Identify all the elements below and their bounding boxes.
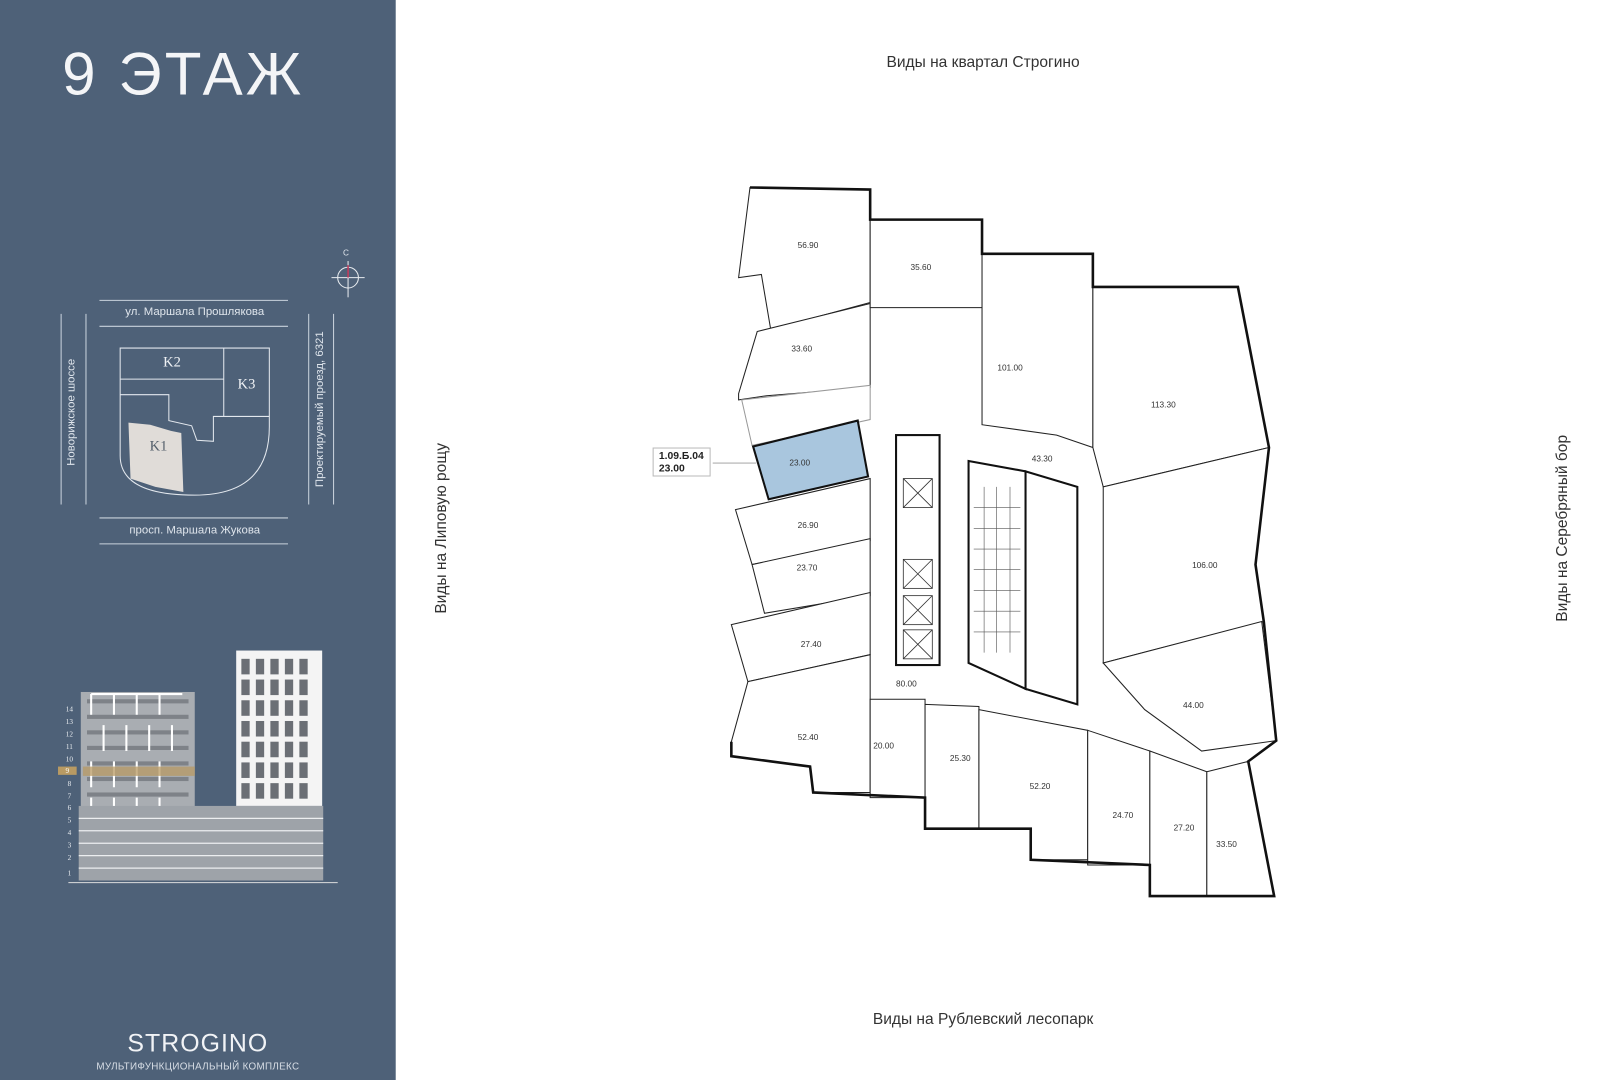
floor-item[interactable]: 4 — [67, 828, 72, 838]
room-area[interactable]: 25.30 — [949, 753, 971, 763]
selected-unit-area: 23.00 — [658, 463, 685, 475]
unit-44-00 — [1102, 620, 1277, 752]
floor-title: 9 ЭТАЖ — [62, 40, 305, 108]
room-area[interactable]: 52.20 — [1029, 781, 1051, 791]
outer-walls — [730, 186, 1278, 898]
site-plan-blocks — [119, 347, 270, 496]
room-area[interactable]: 35.60 — [910, 262, 932, 272]
floor-item[interactable]: 1 — [67, 869, 72, 878]
floor-item[interactable]: 14 — [65, 705, 74, 714]
compass-icon — [331, 261, 365, 298]
room-area[interactable]: 33.60 — [791, 344, 813, 354]
compass-north-label: С — [342, 248, 349, 258]
room-area[interactable]: 27.20 — [1173, 823, 1195, 833]
stair-icon — [973, 486, 1021, 653]
room-area[interactable]: 52.40 — [797, 732, 819, 743]
floor-item[interactable]: 5 — [67, 816, 72, 825]
selected-floor-band — [82, 766, 195, 776]
unit-33-50 — [1206, 760, 1275, 897]
floor-item[interactable]: 8 — [67, 780, 72, 789]
unit-101-00 — [981, 253, 1094, 449]
brand-subtitle: МУЛЬТИФУНКЦИОНАЛЬНЫЙ КОМПЛЕКС — [96, 1061, 300, 1073]
block-k3-label[interactable]: K3 — [237, 377, 256, 393]
site-plan-graphic — [60, 261, 365, 884]
floor-item-selected[interactable]: 9 — [58, 766, 77, 775]
room-area[interactable]: 24.70 — [1112, 810, 1134, 820]
floor-item[interactable]: 3 — [67, 841, 72, 850]
view-label-bottom: Виды на Рублевский лесопарк — [872, 1010, 1094, 1029]
street-bottom-label: просп. Маршала Жукова — [129, 524, 261, 537]
room-area: 43.30 — [1031, 454, 1053, 464]
unit-24-70 — [1087, 729, 1151, 866]
room-area[interactable]: 26.90 — [797, 520, 819, 530]
room-area[interactable]: 106.00 — [1192, 560, 1218, 571]
floor-item[interactable]: 6 — [67, 803, 72, 813]
block-k1-highlight — [128, 422, 184, 493]
room-area[interactable]: 23.70 — [796, 563, 818, 573]
room-area[interactable]: 56.90 — [797, 240, 819, 251]
unit-25-30 — [924, 703, 980, 830]
floor-item[interactable]: 7 — [67, 792, 72, 801]
room-area-selected[interactable]: 23.00 — [789, 458, 811, 468]
room-area: 80.00 — [896, 679, 917, 689]
room-area[interactable]: 20.00 — [873, 741, 894, 751]
block-k1-label[interactable]: K1 — [149, 439, 168, 455]
floor-item[interactable]: 11 — [65, 742, 73, 752]
unit-technical — [741, 384, 871, 447]
room-area[interactable]: 33.50 — [1216, 839, 1237, 849]
floor-item[interactable]: 12 — [65, 730, 74, 739]
info-sidebar: 9 ЭТАЖ — [0, 0, 396, 1080]
brand-logo: STROGINO — [127, 1029, 269, 1058]
selected-unit-id: 1.09.Б.04 — [658, 450, 704, 463]
room-area[interactable]: 27.40 — [800, 639, 822, 649]
room-area[interactable]: 101.00 — [997, 363, 1023, 373]
floor-item[interactable]: 10 — [65, 755, 74, 764]
view-label-top: Виды на квартал Строгино — [886, 53, 1080, 71]
room-area[interactable]: 113.30 — [1150, 400, 1176, 410]
floor-item[interactable]: 2 — [67, 853, 72, 862]
unit-23-00 — [751, 419, 870, 501]
block-k2-label[interactable]: K2 — [163, 355, 181, 371]
elevation-graphic — [68, 650, 338, 884]
selected-unit-callout[interactable]: 1.09.Б.04 23.00 — [652, 447, 711, 477]
elevator-icons — [902, 478, 933, 660]
floor-item[interactable]: 13 — [65, 717, 74, 727]
room-area[interactable]: 44.00 — [1182, 700, 1204, 711]
street-top-label: ул. Маршала Прошлякова — [125, 305, 265, 319]
